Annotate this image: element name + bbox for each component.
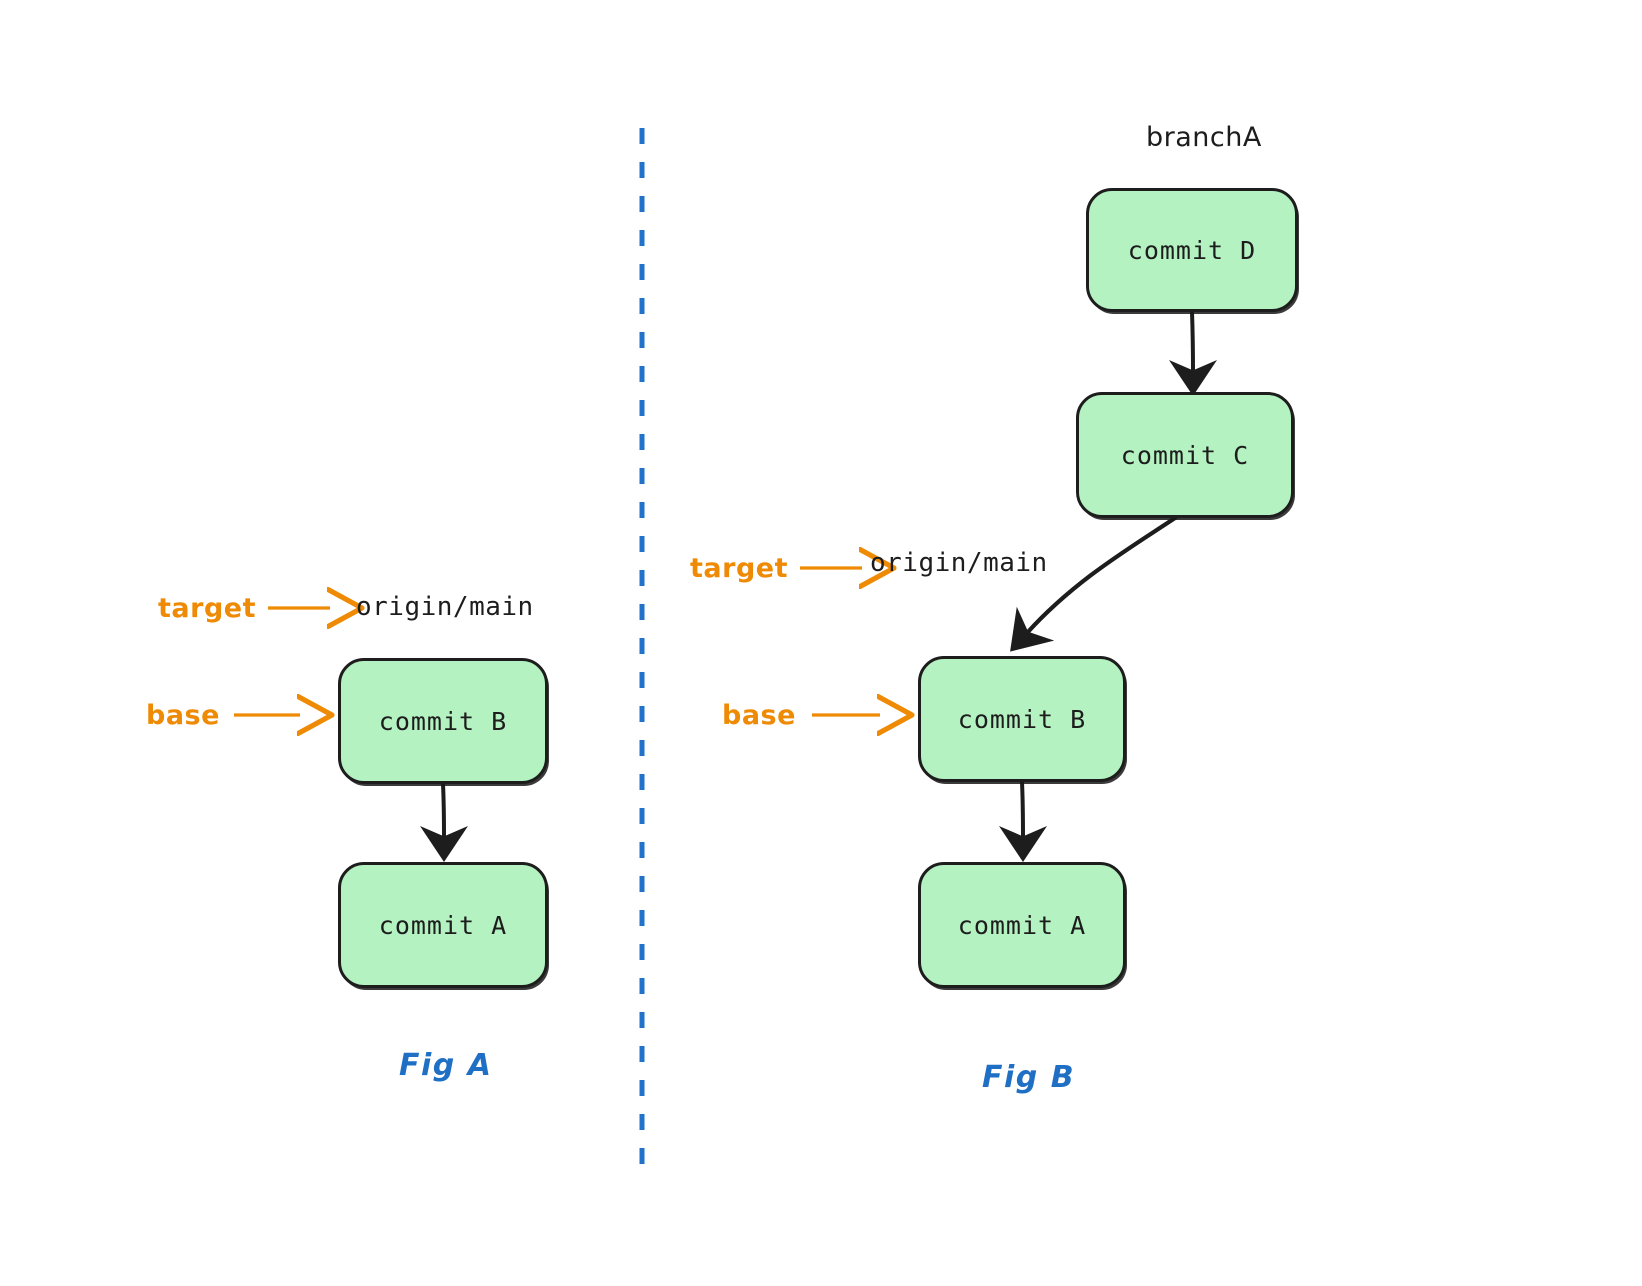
commit-box-label: commit D bbox=[1127, 235, 1257, 265]
edge-commitB-to-commitA-figb bbox=[998, 780, 1047, 862]
commit-box-label: commit C bbox=[1120, 440, 1250, 470]
branch-label-brancha-figb: branchA bbox=[1146, 122, 1262, 153]
annotation-base-figa: base bbox=[146, 700, 220, 731]
commit-box-label: commit A bbox=[957, 910, 1087, 940]
commit-box-a-figa[interactable]: commit A bbox=[338, 862, 548, 988]
commit-box-a-figb[interactable]: commit A bbox=[918, 862, 1126, 988]
figure-caption-b: Fig B bbox=[982, 1060, 1076, 1095]
commit-box-c-figb[interactable]: commit C bbox=[1076, 392, 1294, 518]
edge-commitD-to-commitC-figb bbox=[1168, 310, 1217, 396]
annotation-base-figb: base bbox=[722, 700, 796, 731]
branch-label-origin-main-figb: origin/main bbox=[870, 548, 1048, 578]
branch-label-origin-main-figa: origin/main bbox=[356, 592, 534, 622]
commit-box-b-figa[interactable]: commit B bbox=[338, 658, 548, 784]
commit-box-label: commit A bbox=[378, 910, 508, 940]
commit-box-b-figb[interactable]: commit B bbox=[918, 656, 1126, 782]
edge-commitC-to-commitB-figb bbox=[1010, 515, 1178, 652]
commit-box-label: commit B bbox=[957, 704, 1087, 734]
figure-caption-a: Fig A bbox=[399, 1048, 493, 1083]
annotation-target-figa: target bbox=[158, 593, 256, 624]
commit-box-label: commit B bbox=[378, 706, 508, 736]
commit-box-d-figb[interactable]: commit D bbox=[1086, 188, 1298, 312]
annotation-target-figb: target bbox=[690, 553, 788, 584]
edge-commitB-to-commitA-figa bbox=[419, 782, 468, 862]
